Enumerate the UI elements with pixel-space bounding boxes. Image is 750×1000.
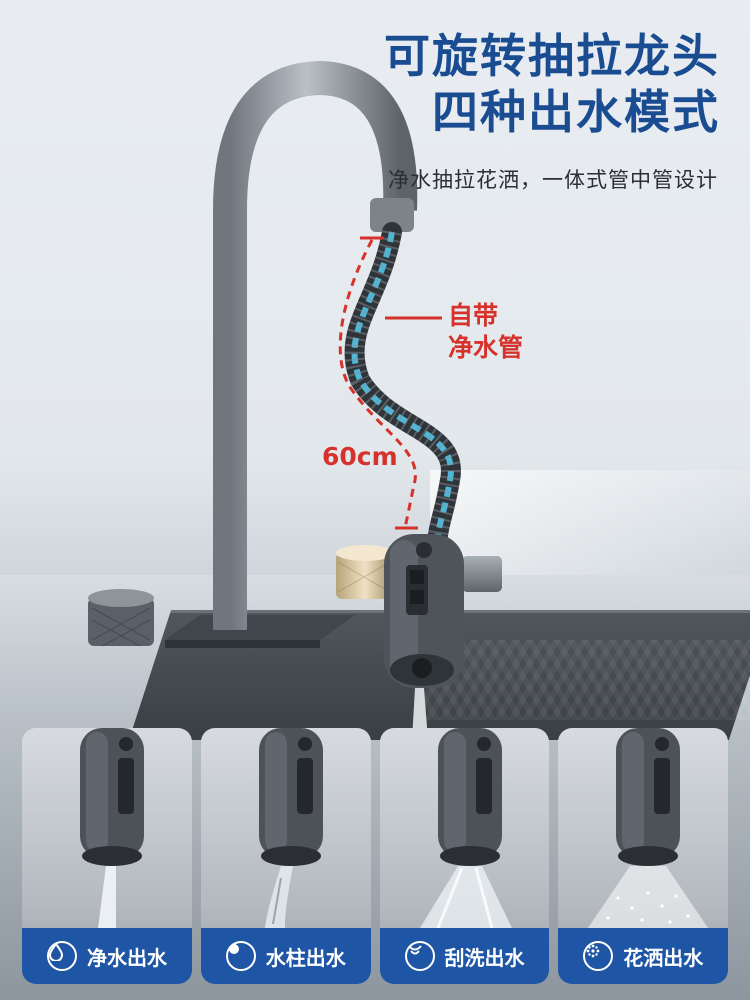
mode-card-shower-spray: 花洒出水 (558, 728, 728, 984)
dimension-line (338, 239, 417, 529)
faucet-illustration (88, 60, 502, 740)
headline: 可旋转抽拉龙头 四种出水模式 (384, 28, 720, 140)
wave-icon (404, 941, 435, 971)
mode-bar: 净水出水 (22, 928, 192, 984)
faucet-arc (213, 60, 418, 630)
mode-bar: 花洒出水 (558, 928, 728, 984)
clean-hose-callout: 自带 净水管 (448, 300, 523, 364)
mode-card-scrape-wash: 刮洗出水 (379, 728, 550, 984)
subtitle: 净水抽拉花洒，一体式管中管设计 (388, 168, 718, 192)
gold-knob (336, 553, 394, 599)
faucet-nozzle (370, 198, 414, 232)
sprayer-thumbnail (419, 728, 512, 928)
mode-label: 水柱出水 (265, 945, 346, 970)
headline-line2: 四种出水模式 (432, 85, 720, 139)
mode-card-water-column: 水柱出水 (200, 728, 371, 984)
callout-line2: 净水管 (448, 333, 524, 362)
mode-label: 净水出水 (87, 945, 167, 970)
base-plate (165, 615, 355, 640)
mode-bar: 刮洗出水 (379, 928, 550, 984)
water-drop-icon (47, 941, 77, 971)
spray-dots-icon (583, 941, 614, 971)
control-knob (88, 598, 154, 646)
mode-label: 花洒出水 (623, 945, 704, 970)
spray-mode-list: 净水出水 水柱出水 (22, 728, 728, 984)
sprayer-thumbnail (80, 728, 144, 928)
soap-dispenser (462, 556, 502, 592)
mode-bar: 水柱出水 (200, 928, 371, 984)
sprayer-thumbnail (258, 728, 323, 928)
callout-line1: 自带 (448, 301, 499, 330)
sprayer-thumbnail (588, 728, 709, 928)
clean-water-tube (351, 231, 454, 536)
mode-label: 刮洗出水 (444, 945, 525, 970)
sprayer-button-top (416, 542, 432, 558)
sink-texture (420, 640, 750, 720)
water-stream (412, 688, 428, 740)
headline-line1: 可旋转抽拉龙头 (384, 29, 720, 83)
mode-card-clean-water: 净水出水 (22, 728, 192, 984)
hose-length-label: 60cm (322, 442, 398, 471)
dot-circle-icon (225, 941, 256, 971)
